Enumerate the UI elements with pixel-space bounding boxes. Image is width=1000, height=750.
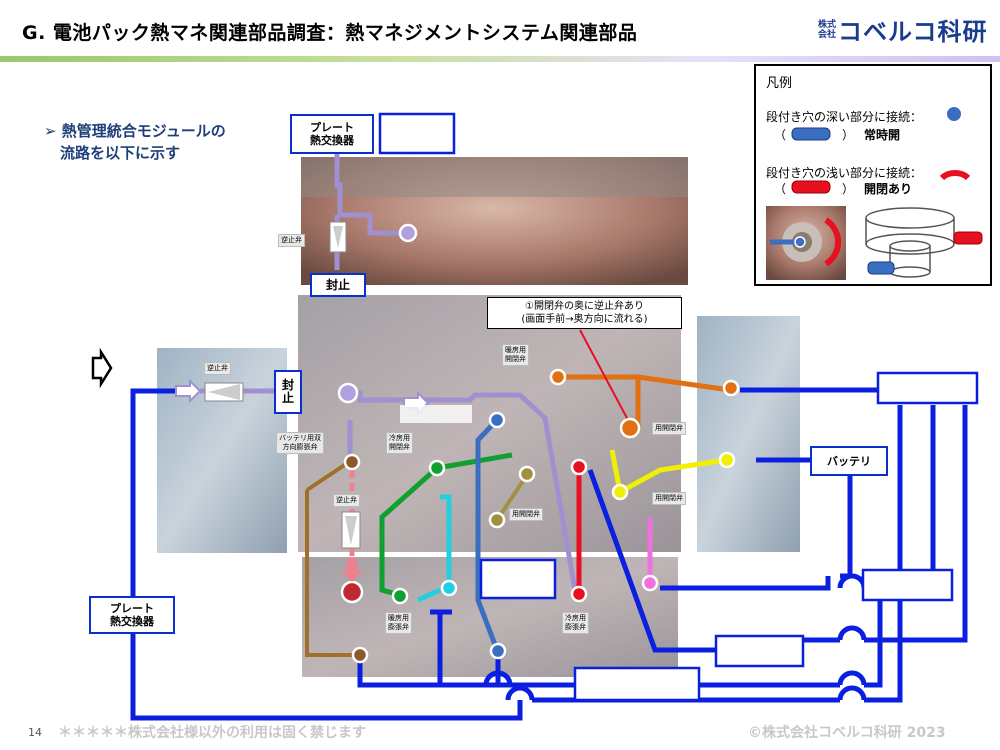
port-steel-1 [488, 411, 506, 429]
legend-deep-close: ） [842, 128, 855, 142]
bullet-line-1: ➢ 熱管理統合モジュールの [44, 122, 226, 140]
port-brown-2 [351, 646, 369, 664]
tag-heat-exp-valve: 暖房用 膨張弁 [385, 612, 412, 634]
deep-port-icon [945, 105, 963, 123]
port-yellow-1 [611, 483, 629, 501]
port-red-big [340, 580, 364, 604]
port-green-1 [428, 459, 446, 477]
callout-line-2: (画面手前→奥方向に流れる) [521, 314, 648, 325]
tag-battery-valve: バッテリ用双 方向膨張弁 [276, 432, 324, 454]
valve-callout: ①開閉弁の奥に逆止弁あり (画面手前→奥方向に流れる) [487, 297, 682, 329]
legend-graphics [766, 105, 983, 280]
legend-shallow-state: 開閉あり [864, 182, 913, 196]
company-logo: 株式会社 コベルコ科研 [818, 12, 988, 47]
tag-check-valve-top: 逆止弁 [278, 234, 305, 247]
tag-cool-open-valve: 冷房用 開閉弁 [386, 432, 413, 454]
callout-line-1: ①開閉弁の奥に逆止弁あり [525, 301, 644, 312]
bullet-line-2: 流路を以下に示す [60, 144, 181, 162]
confidential-note: ＊＊＊＊＊株式会社様以外の利用は固く禁じます [58, 725, 366, 741]
port-red-1 [570, 458, 588, 476]
port-brown-1 [343, 453, 361, 471]
tag-valve-a: 用開閉弁 [652, 422, 686, 435]
legend-shallow-label: 段付き穴の浅い部分に接続： [766, 166, 923, 180]
battery-box: バッテリ [810, 446, 888, 476]
arrow-down-flow-icon [341, 558, 363, 582]
port-cyan [440, 579, 458, 597]
port-pink [641, 574, 659, 592]
port-orange-2 [619, 417, 641, 439]
photo-right-panel [697, 316, 800, 552]
photo-main-panel [298, 295, 681, 552]
legend-deep-open: （ [774, 128, 787, 142]
copyright: ©株式会社コベルコ科研 2023 [748, 725, 946, 741]
legend-shallow-open: （ [774, 182, 787, 196]
tag-valve-b: 用開閉弁 [509, 508, 543, 521]
port-orange-3 [722, 379, 740, 397]
deep-tube-icon [791, 127, 831, 141]
plate-heat-exchanger-top: プレート 熱交換器 [290, 114, 374, 154]
page-number: 14 [28, 726, 42, 739]
blank-box-3 [714, 634, 805, 668]
port-lavender-main [337, 382, 359, 404]
seal-top: 封止 [310, 273, 366, 297]
legend-title: 凡例 [766, 76, 793, 91]
port-yellow-2 [718, 451, 736, 469]
port-olive-2 [488, 511, 506, 529]
legend: 凡例 段付き穴の深い部分に接続： （ ） 常時開 段付き穴の浅い部分に接続： （… [754, 64, 992, 286]
input-arrow-icon [91, 347, 113, 389]
port-red-2 [570, 585, 588, 603]
blank-box-5 [876, 371, 979, 405]
port-green-2 [391, 587, 409, 605]
shallow-tube-icon [791, 180, 831, 194]
port-lavender-top [398, 223, 418, 243]
legend-deep-state: 常時開 [864, 128, 901, 142]
legend-deep-label: 段付き穴の深い部分に接続： [766, 110, 923, 124]
tag-check-valve-left: 逆止弁 [204, 362, 231, 375]
blank-box-4 [861, 568, 954, 602]
blank-box-1 [479, 558, 557, 600]
tag-check-valve-mid: 逆止弁 [333, 494, 360, 507]
port-orange-1 [549, 368, 567, 386]
title-rule [0, 56, 1000, 62]
port-olive-1 [518, 465, 536, 483]
check-valve-top-icon [329, 221, 347, 253]
seal-left: 封 止 [274, 370, 302, 414]
tag-valve-c: 用開閉弁 [652, 492, 686, 505]
blank-box-top [378, 112, 456, 155]
logo-prefix: 株式会社 [818, 19, 837, 40]
tag-heat-open-valve: 暖房用 開閉弁 [502, 344, 529, 366]
check-valve-left-icon [204, 382, 244, 402]
port-steel-2 [489, 642, 507, 660]
page-title: G. 電池パック熱マネ関連部品調査：熱マネジメントシステム関連部品 [22, 22, 638, 44]
shallow-arc-icon [939, 170, 971, 181]
photo-left-panel [157, 348, 287, 553]
legend-shallow-close: ） [842, 182, 855, 196]
bullet-text: ➢ 熱管理統合モジュールの 流路を以下に示す [44, 120, 226, 164]
check-valve-mid-icon [341, 511, 361, 549]
logo-name: コベルコ科研 [838, 18, 988, 46]
tag-cool-exp-valve: 冷房用 膨張弁 [562, 612, 589, 634]
blank-box-2 [573, 666, 701, 702]
stepped-hole-diagram-icon [865, 207, 955, 278]
plate-heat-exchanger-left: プレート 熱交換器 [89, 596, 175, 634]
arrow-left-flow-icon [175, 378, 202, 404]
